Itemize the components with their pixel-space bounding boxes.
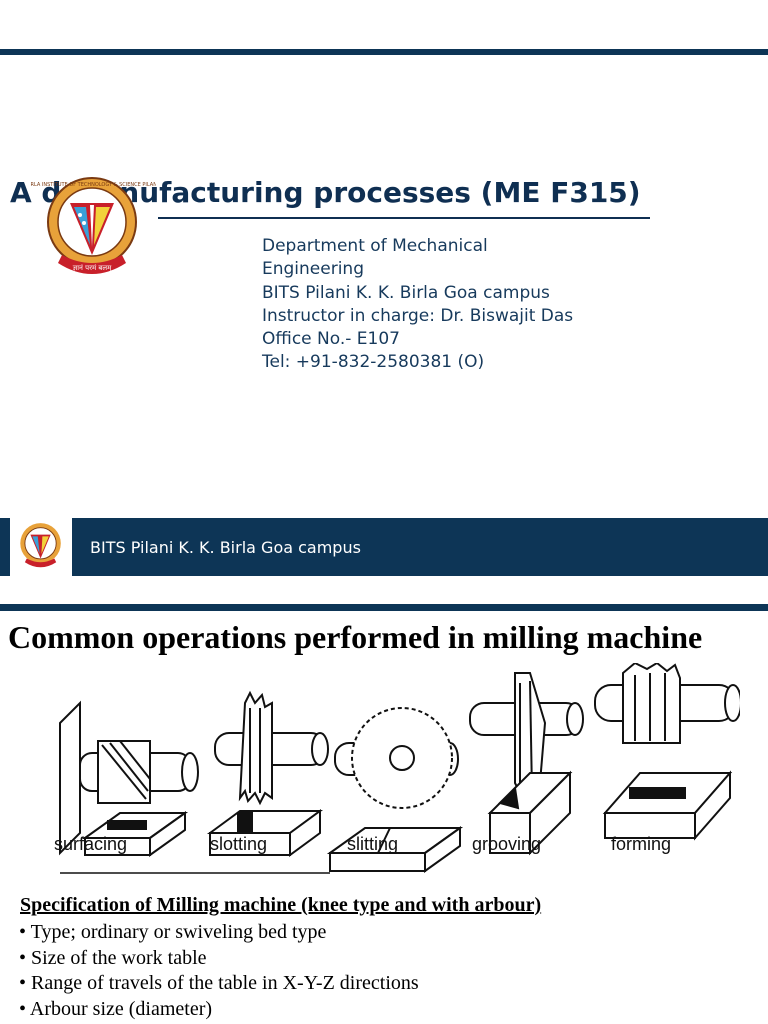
slitting-illustration <box>326 707 464 873</box>
forming-illustration <box>594 663 740 841</box>
milling-operations-figure <box>59 663 740 874</box>
footer-campus-text: BITS Pilani K. K. Birla Goa campus <box>90 538 361 557</box>
title-underline <box>158 217 650 219</box>
info-line: Office No.- E107 <box>262 329 400 350</box>
footer-bar <box>0 518 768 576</box>
bits-logo: ज्ञानं परमं बलम् BIRLA INSTITUTE OF TECH… <box>30 177 156 274</box>
op-label-slotting: slotting <box>210 834 268 854</box>
logo-motto: ज्ञानं परमं बलम् <box>73 264 113 272</box>
op-label-surfacing: surfacing <box>54 834 128 854</box>
spec-heading: Specification of Milling machine (knee t… <box>20 894 542 916</box>
svg-text:BIRLA INSTITUTE OF TECHNOLOGY: BIRLA INSTITUTE OF TECHNOLOGY & SCIENCE … <box>30 182 156 188</box>
grooving-illustration <box>469 672 584 856</box>
spec-item: • Range of travels of the table in X-Y-Z… <box>19 972 419 994</box>
department-info: Department of Mechanical Engineering BIT… <box>262 235 682 375</box>
spec-list: • Type; ordinary or swiveling bed type •… <box>19 920 419 1022</box>
footer-logo-icon <box>20 523 61 568</box>
slide-separator <box>0 604 768 611</box>
surfacing-illustration <box>59 700 199 857</box>
info-line: Tel: +91-832-2580381 (O) <box>262 352 485 373</box>
info-line: Department of Mechanical <box>262 236 488 256</box>
op-label-forming: forming <box>611 834 672 854</box>
op-label-grooving: grooving <box>472 834 542 854</box>
spec-item: • Arbour size (diameter) <box>19 997 213 1020</box>
title-slide: A d manufacturing processes (ME F315) ज्… <box>0 49 768 576</box>
slide-heading: Common operations performed in milling m… <box>8 619 703 655</box>
info-line: Instructor in charge: Dr. Biswajit Das <box>262 305 574 326</box>
milling-slide: Common operations performed in milling m… <box>0 611 768 1024</box>
info-line: BITS Pilani K. K. Birla Goa campus <box>262 282 550 303</box>
slotting-illustration <box>206 690 329 857</box>
op-label-slitting: slitting <box>347 834 399 854</box>
spec-item: • Size of the work table <box>19 946 207 969</box>
top-rule <box>0 49 768 55</box>
info-line: Engineering <box>262 259 364 280</box>
spec-item: • Type; ordinary or swiveling bed type <box>19 921 327 943</box>
